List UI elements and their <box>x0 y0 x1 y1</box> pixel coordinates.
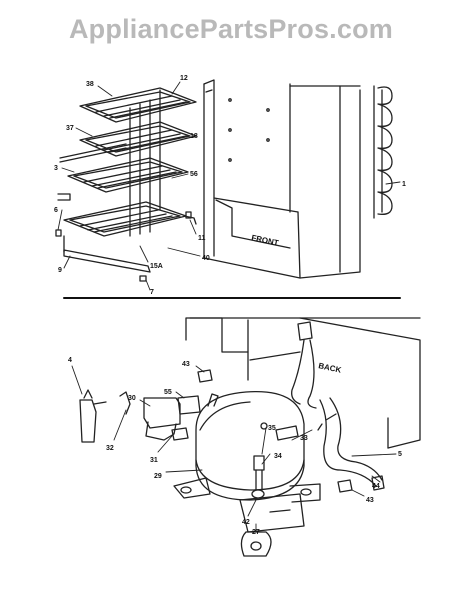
callout-43-top: 43 <box>182 361 190 368</box>
callout-27: 27 <box>252 529 260 536</box>
watermark-text: AppliancePartsPros.com <box>68 14 393 44</box>
callout-6: 6 <box>54 207 58 214</box>
callout-7: 7 <box>150 289 154 296</box>
callout-33: 33 <box>300 435 308 442</box>
callout-30: 30 <box>128 395 136 402</box>
callout-labels: FRONT BACK 38 12 37 18 3 56 6 11 40 15A … <box>54 75 406 536</box>
callout-34: 34 <box>274 453 282 460</box>
callout-4: 4 <box>68 357 72 364</box>
cabinet-drawing <box>203 79 361 279</box>
callout-56: 56 <box>190 171 198 178</box>
cabinet-back-drawing <box>185 317 421 449</box>
callout-35: 35 <box>268 425 276 432</box>
callout-9: 9 <box>58 267 62 274</box>
callout-42: 42 <box>242 519 250 526</box>
callout-11: 11 <box>198 235 206 242</box>
callout-12: 12 <box>180 75 188 82</box>
callout-37: 37 <box>66 125 74 132</box>
compressor <box>173 390 321 533</box>
callout-38: 38 <box>86 81 94 88</box>
callout-5: 5 <box>398 451 402 458</box>
callout-43-bottom: 43 <box>366 497 374 504</box>
wiring-harness <box>291 321 383 487</box>
back-label: BACK <box>318 361 343 375</box>
small-parts <box>79 369 385 557</box>
callout-55: 55 <box>164 389 172 396</box>
wire-shelves <box>55 87 197 282</box>
callout-1: 1 <box>402 181 406 188</box>
callout-3: 3 <box>54 165 58 172</box>
callout-31: 31 <box>150 457 158 464</box>
callout-44: 44 <box>372 483 380 490</box>
callout-15a: 15A <box>150 263 163 270</box>
callout-32: 32 <box>106 445 114 452</box>
front-label: FRONT <box>251 233 280 248</box>
callout-29: 29 <box>154 473 162 480</box>
callout-18: 18 <box>190 133 198 140</box>
condenser-coil <box>373 85 393 219</box>
callout-40: 40 <box>202 255 210 262</box>
